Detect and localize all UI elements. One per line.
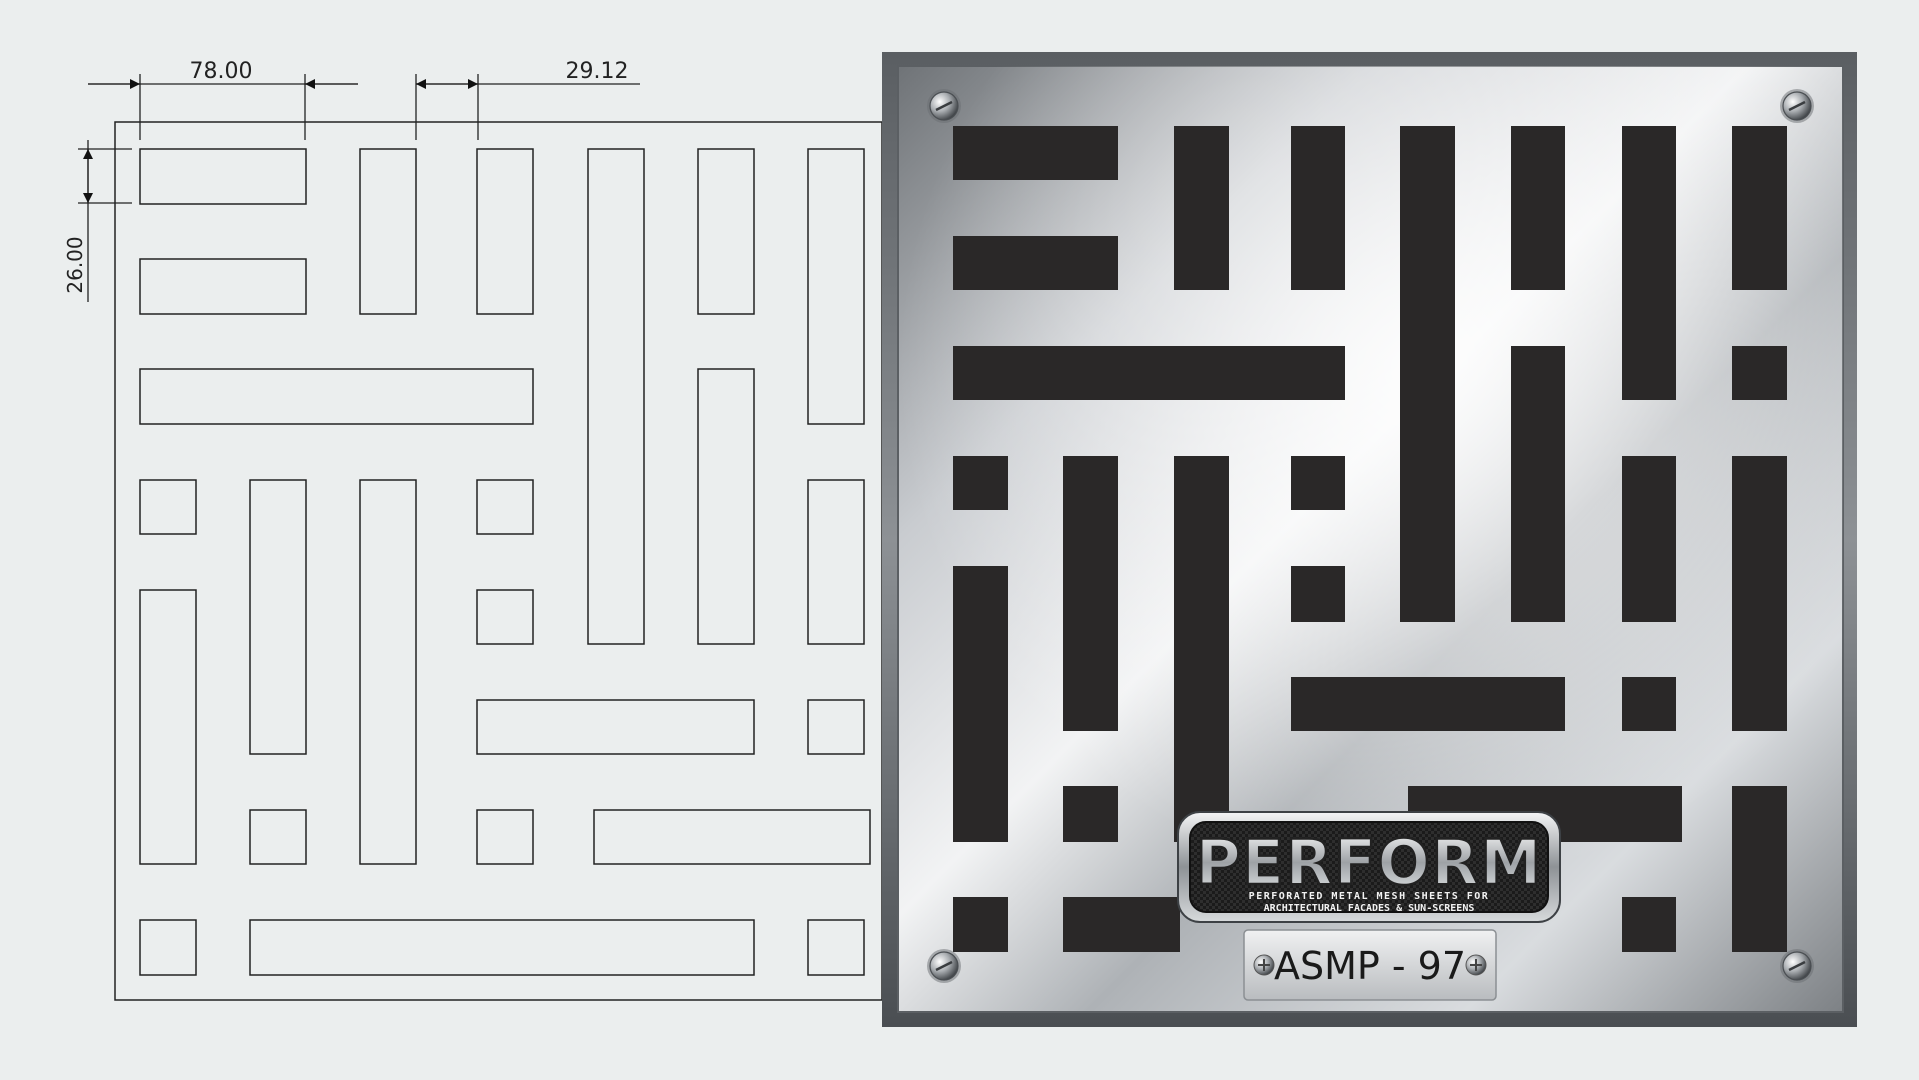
drawing-hole (359, 148, 417, 315)
plate-hole (953, 126, 1118, 180)
plate-hole (1291, 126, 1345, 290)
technical-drawing: 78.00 29.12 26.00 (63, 59, 883, 1001)
dimension-height-label: 26.00 (63, 236, 87, 293)
plate-hole (1400, 126, 1455, 622)
screw-icon (927, 89, 961, 123)
plate-hole (1174, 456, 1229, 842)
drawing-hole (476, 699, 755, 755)
drawing-hole (139, 258, 307, 315)
plate-hole (1291, 566, 1345, 622)
drawing-hole (139, 589, 197, 865)
drawing-hole (807, 148, 865, 425)
plate-hole (1063, 786, 1118, 842)
drawing-hole (593, 809, 871, 865)
drawing-hole (697, 368, 755, 645)
drawing-hole (476, 479, 534, 535)
plate-hole (1511, 346, 1565, 622)
dimension-width: 78.00 (88, 59, 358, 140)
perform-badge: PERFORM PERFORATED METAL MESH SHEETS FOR… (1177, 811, 1561, 923)
plate-hole (953, 456, 1008, 510)
metal-plate: PERFORM PERFORATED METAL MESH SHEETS FOR… (882, 52, 1857, 1027)
sheet-outline (114, 121, 883, 1001)
drawing-hole (807, 699, 865, 755)
plate-hole (1622, 126, 1676, 400)
plate-holes (953, 126, 1787, 952)
plate-hole (1174, 126, 1229, 290)
drawing-hole (139, 479, 197, 535)
plate-hole (1622, 456, 1676, 622)
model-tag-plate (1243, 929, 1497, 1001)
drawing-hole (359, 479, 417, 865)
screw-icon (1253, 954, 1275, 976)
brand-tagline-line1: PERFORATED METAL MESH SHEETS FOR (1249, 891, 1490, 902)
drawing-hole (476, 809, 534, 865)
drawing-hole (249, 809, 307, 865)
plate-hole (1291, 677, 1565, 731)
plate-hole (953, 566, 1008, 842)
model-tag: ASMP - 97 (1243, 929, 1497, 1001)
plate-hole (1511, 126, 1565, 290)
drawing-hole (587, 148, 645, 645)
plate-hole (1732, 346, 1787, 400)
drawing-hole (807, 479, 865, 645)
drawing-hole (476, 148, 534, 315)
drawing-hole (249, 479, 307, 755)
drawing-hole (139, 919, 197, 976)
plate-hole (1622, 677, 1676, 731)
plate-hole (1732, 456, 1787, 731)
screw-icon (1780, 89, 1814, 123)
plate-hole (1732, 786, 1787, 952)
screw-icon (927, 949, 961, 983)
brand-tagline-line2: ARCHITECTURAL FACADES & SUN-SCREENS (1264, 903, 1475, 914)
brand-name: PERFORM (1195, 826, 1542, 899)
drawing-holes (139, 148, 871, 976)
plate-hole (1291, 456, 1345, 510)
plate-hole (1063, 897, 1180, 952)
plate-hole (1732, 126, 1787, 290)
screws (927, 89, 1814, 983)
plate-hole (1063, 456, 1118, 731)
screw-icon (1780, 949, 1814, 983)
drawing-hole (249, 919, 755, 976)
screw-icon (1465, 954, 1487, 976)
drawing-hole (476, 589, 534, 645)
plate-hole (953, 236, 1118, 290)
badge-carbon-panel (1189, 821, 1549, 913)
dimension-gap: 29.12 (415, 59, 640, 140)
plate-hole (953, 346, 1345, 400)
dimension-width-label: 78.00 (190, 59, 253, 84)
drawing-hole (807, 919, 865, 976)
drawing-hole (139, 368, 534, 425)
plate-hole (953, 897, 1008, 952)
model-number: ASMP - 97 (1274, 944, 1466, 988)
plate-hole (1622, 897, 1676, 952)
drawing-hole (697, 148, 755, 315)
dimension-height: 26.00 (63, 140, 132, 302)
dimension-gap-label: 29.12 (566, 59, 629, 84)
drawing-hole (139, 148, 307, 205)
